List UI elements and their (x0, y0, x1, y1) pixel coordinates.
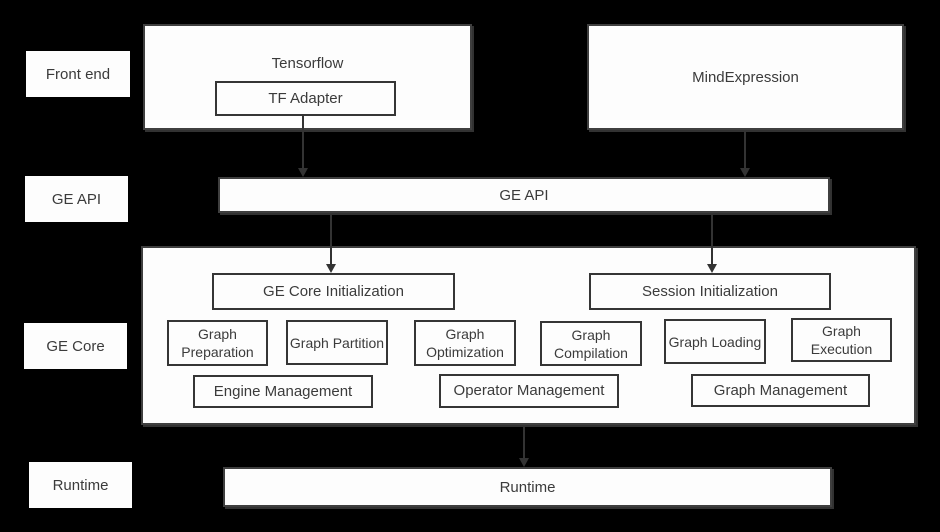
arrow-head-icon (326, 264, 336, 273)
engine-management-box: Engine Management (193, 375, 373, 408)
layer-label-front-end: Front end (26, 51, 130, 97)
arrow-head-icon (740, 168, 750, 177)
arrow-head-icon (707, 264, 717, 273)
mindexpression-label: MindExpression (692, 68, 799, 86)
layer-label-ge-api: GE API (25, 176, 128, 222)
arrow-ge-core-to-runtime (519, 425, 529, 467)
tf-adapter-box: TF Adapter (215, 81, 396, 116)
tf-adapter-label: TF Adapter (268, 90, 343, 107)
graph-management-box: Graph Management (691, 374, 870, 407)
arrow-shaft (330, 213, 332, 265)
mindexpression-box: MindExpression (587, 24, 904, 130)
graph-execution-box: Graph Execution (791, 318, 892, 362)
ge-api-bar-label: GE API (499, 186, 549, 204)
session-initialization-box: Session Initialization (589, 273, 831, 310)
arrow-shaft (711, 213, 713, 265)
arrow-shaft (302, 114, 304, 169)
arrow-tf-adapter-to-ge-api (298, 114, 308, 177)
runtime-bar: Runtime (223, 467, 832, 507)
arrow-head-icon (519, 458, 529, 467)
layer-label-ge-core: GE Core (24, 323, 127, 369)
layer-label-runtime: Runtime (29, 462, 132, 508)
graph-partition-box: Graph Partition (286, 320, 388, 365)
tensorflow-title: Tensorflow (271, 55, 344, 72)
graph-optimization-box: Graph Optimization (414, 320, 516, 366)
arrow-ge-api-to-ge-core-initialization (326, 213, 336, 273)
tensorflow-box: Tensorflow TF Adapter (143, 24, 472, 130)
arrow-shaft (744, 130, 746, 169)
arrow-head-icon (298, 168, 308, 177)
graph-loading-box: Graph Loading (664, 319, 766, 364)
runtime-bar-label: Runtime (499, 478, 556, 496)
ge-core-initialization-box: GE Core Initialization (212, 273, 455, 310)
graph-compilation-box: Graph Compilation (540, 321, 642, 366)
graph-preparation-box: Graph Preparation (167, 320, 268, 366)
arrow-shaft (523, 425, 525, 459)
ge-api-bar: GE API (218, 177, 830, 213)
arrow-mindexpression-to-ge-api (740, 130, 750, 177)
arrow-ge-api-to-session-initialization (707, 213, 717, 273)
operator-management-box: Operator Management (439, 374, 619, 408)
